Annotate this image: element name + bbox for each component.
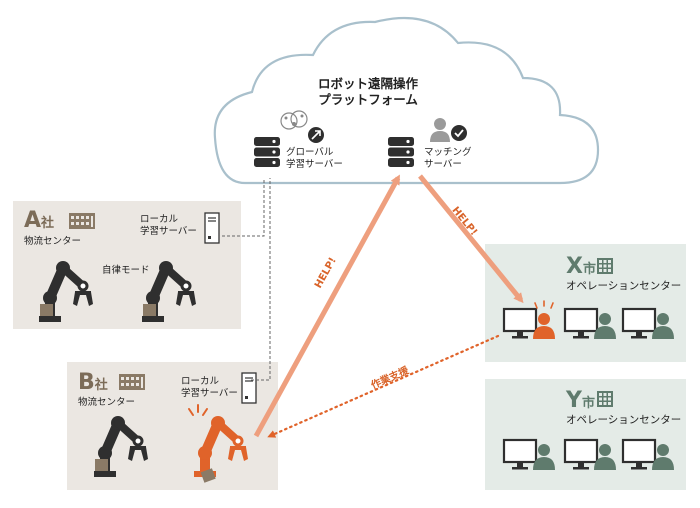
company-b-server-label: ローカル 学習サーバー — [181, 376, 238, 399]
alert-burst-icon — [188, 404, 208, 416]
brain-network-icon — [280, 110, 308, 130]
global-server-icon — [254, 137, 280, 167]
company-a-heading: A社 — [24, 208, 55, 233]
city-y-panel — [485, 379, 686, 490]
autonomous-mode-label: 自律モード — [102, 265, 150, 276]
company-a-box-2 — [143, 304, 156, 316]
matching-server-icon — [388, 137, 414, 167]
city-y-heading: Y市 — [566, 388, 595, 413]
company-a-server-label: ローカル 学習サーバー — [140, 214, 197, 237]
user-icon — [430, 118, 450, 142]
city-x-building-icon — [597, 258, 613, 274]
city-x-heading: X市 — [566, 254, 596, 279]
matching-server-label: マッチング サーバー — [424, 147, 472, 170]
exclamation-burst-icon — [534, 300, 554, 309]
company-b-building-icon — [119, 374, 145, 390]
city-y-name: オペレーションセンター — [566, 414, 682, 426]
company-b-falling-box — [200, 468, 216, 483]
city-x-name: オペレーションセンター — [566, 280, 682, 292]
share-arrow-icon — [308, 127, 324, 143]
company-a-box-1 — [40, 304, 53, 316]
company-b-name: 物流センター — [78, 397, 136, 408]
checkmark-icon — [451, 125, 467, 141]
company-b-heading: B社 — [78, 370, 108, 395]
platform-title: ロボット遠隔操作 プラットフォーム — [318, 76, 419, 107]
global-server-label: グローバル 学習サーバー — [286, 147, 343, 170]
company-a-sync-line — [222, 178, 265, 237]
company-b-sync-line — [251, 178, 271, 381]
company-b-local-server-icon — [241, 372, 257, 404]
cloud-shape — [213, 16, 600, 185]
company-a-local-server-icon — [204, 212, 220, 244]
company-a-name: 物流センター — [24, 236, 82, 247]
help-arrow-to-platform — [253, 174, 401, 438]
company-a-building-icon — [69, 213, 95, 229]
company-b-box-1 — [95, 459, 108, 471]
help-arrow-to-city-x — [418, 174, 524, 304]
city-y-building-icon — [597, 391, 613, 407]
